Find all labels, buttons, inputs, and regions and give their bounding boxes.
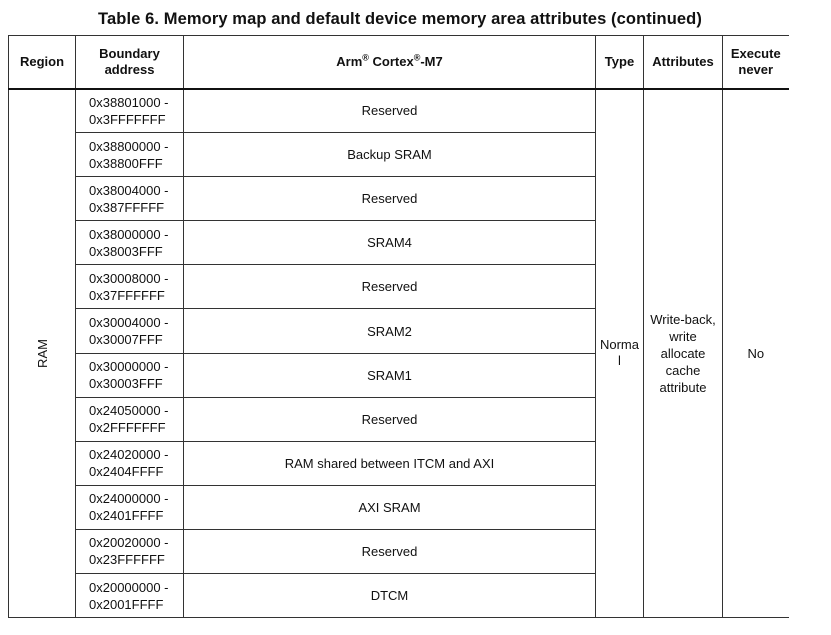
- type-value-line2: l: [618, 353, 621, 369]
- table-caption: Table 6. Memory map and default device m…: [98, 10, 702, 28]
- address-start: 0x24050000 -: [89, 403, 169, 419]
- boundary-address-cell: 0x24050000 -0x2FFFFFFF: [75, 396, 184, 442]
- address-end: 0x2FFFFFFF: [89, 420, 166, 436]
- header-arm-sup2: ®: [413, 52, 421, 63]
- attributes-value-line: allocate: [660, 345, 706, 361]
- header-attributes: Attributes: [643, 35, 723, 90]
- region-cell: RAM: [8, 87, 76, 619]
- boundary-address-cell: 0x38004000 -0x387FFFFF: [75, 176, 184, 222]
- address-end: 0x30003FFF: [89, 376, 163, 392]
- address-start: 0x38000000 -: [89, 226, 169, 242]
- type-value-line1: Norma: [599, 337, 639, 353]
- address-end: 0x38003FFF: [89, 243, 163, 259]
- header-execute-line2: never: [738, 61, 774, 77]
- address-start: 0x20000000 -: [89, 579, 169, 595]
- memory-area-cell: AXI SRAM: [183, 484, 596, 530]
- header-arm-sup1: ®: [362, 52, 369, 63]
- header-boundary-line1: Boundary: [99, 45, 160, 61]
- memory-area-cell: Reserved: [183, 528, 596, 575]
- memory-area-cell: Reserved: [183, 264, 596, 310]
- memory-area-cell: SRAM4: [183, 220, 596, 266]
- address-start: 0x24000000 -: [89, 491, 169, 507]
- address-start: 0x20020000 -: [89, 535, 169, 551]
- header-execute-line1: Execute: [730, 45, 781, 61]
- boundary-address-cell: 0x24020000 -0x2404FFFF: [75, 440, 184, 486]
- address-start: 0x38801000 -: [89, 94, 169, 110]
- header-arm-cortex-m7: Arm® Cortex®-M7: [183, 35, 596, 90]
- header-region: Region: [8, 35, 76, 90]
- memory-area-cell: Reserved: [183, 176, 596, 222]
- memory-area-cell: SRAM2: [183, 308, 596, 354]
- header-arm-prefix: Arm: [336, 53, 363, 69]
- address-end: 0x38800FFF: [89, 155, 163, 171]
- memory-area-cell: Backup SRAM: [183, 132, 596, 178]
- execute-never-cell: No: [722, 87, 789, 619]
- address-start: 0x30004000 -: [89, 315, 169, 331]
- address-start: 0x30000000 -: [89, 359, 169, 375]
- address-end: 0x2001FFFF: [89, 596, 164, 612]
- memory-map-table: Region Boundary address Arm® Cortex®-M7 …: [8, 35, 789, 619]
- address-end: 0x30007FFF: [89, 332, 163, 348]
- header-row: Region Boundary address Arm® Cortex®-M7 …: [8, 35, 789, 90]
- attributes-value-line: Write-back,: [650, 311, 716, 327]
- header-arm-suffix: -M7: [420, 53, 443, 69]
- boundary-address-cell: 0x30004000 -0x30007FFF: [75, 308, 184, 354]
- boundary-address-cell: 0x20000000 -0x2001FFFF: [75, 573, 184, 619]
- address-end: 0x23FFFFFF: [89, 552, 165, 568]
- address-end: 0x3FFFFFFF: [89, 111, 166, 127]
- boundary-address-cell: 0x38801000 -0x3FFFFFFF: [75, 87, 184, 134]
- address-end: 0x2404FFFF: [89, 464, 164, 480]
- memory-area-cell: Reserved: [183, 396, 596, 442]
- address-start: 0x30008000 -: [89, 270, 169, 286]
- header-arm-mid: Cortex: [368, 53, 414, 69]
- boundary-address-cell: 0x30008000 -0x37FFFFFF: [75, 264, 184, 310]
- memory-area-cell: Reserved: [183, 87, 596, 134]
- address-end: 0x387FFFFF: [89, 199, 165, 215]
- region-value: RAM: [34, 338, 50, 368]
- attributes-value-line: write: [669, 328, 697, 344]
- address-start: 0x38004000 -: [89, 182, 169, 198]
- address-start: 0x38800000 -: [89, 138, 169, 154]
- address-end: 0x37FFFFFF: [89, 287, 165, 303]
- memory-area-cell: SRAM1: [183, 352, 596, 398]
- boundary-address-cell: 0x38000000 -0x38003FFF: [75, 220, 184, 266]
- attributes-value-line: cache: [665, 362, 701, 378]
- header-boundary-address: Boundary address: [75, 35, 184, 90]
- header-type: Type: [595, 35, 644, 90]
- header-boundary-line2: address: [104, 61, 155, 77]
- boundary-address-cell: 0x20020000 -0x23FFFFFF: [75, 528, 184, 575]
- address-end: 0x2401FFFF: [89, 508, 164, 524]
- memory-area-cell: DTCM: [183, 573, 596, 619]
- boundary-address-cell: 0x30000000 -0x30003FFF: [75, 352, 184, 398]
- address-start: 0x24020000 -: [89, 447, 169, 463]
- memory-area-cell: RAM shared between ITCM and AXI: [183, 440, 596, 486]
- header-execute-never: Execute never: [722, 35, 789, 90]
- boundary-address-cell: 0x24000000 -0x2401FFFF: [75, 484, 184, 530]
- attributes-value-line: attribute: [659, 379, 707, 395]
- boundary-address-cell: 0x38800000 -0x38800FFF: [75, 132, 184, 178]
